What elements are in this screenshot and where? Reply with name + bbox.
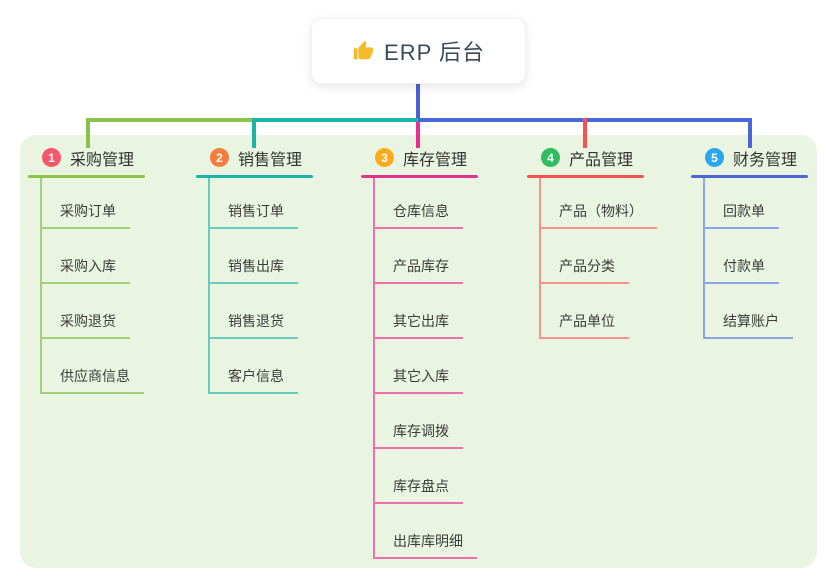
branch-sales: 2 销售管理 销售订单 销售出库 销售退货 客户信息 xyxy=(196,143,346,394)
mindmap-node[interactable]: 回款单 xyxy=(705,178,779,229)
mindmap-node[interactable]: 客户信息 xyxy=(210,339,298,394)
mindmap-node[interactable]: 产品分类 xyxy=(541,229,629,284)
root-node[interactable]: ERP 后台 xyxy=(311,18,526,84)
branch-number-badge: 5 xyxy=(705,148,724,167)
branch-header[interactable]: 5 财务管理 xyxy=(691,143,839,172)
node-label: 回款单 xyxy=(723,203,765,219)
connector-drop-finance xyxy=(748,118,752,148)
node-label: 采购退货 xyxy=(60,313,116,329)
mindmap-node[interactable]: 采购入库 xyxy=(42,229,130,284)
mindmap-node[interactable]: 产品（物料） xyxy=(541,178,657,229)
mindmap-node[interactable]: 出库库明细 xyxy=(375,504,477,559)
branch-header[interactable]: 2 销售管理 xyxy=(196,143,346,172)
mindmap-node[interactable]: 销售退货 xyxy=(210,284,298,339)
connector-bus-teal xyxy=(252,118,420,122)
mindmap-node[interactable]: 销售订单 xyxy=(210,178,298,229)
branch-product: 4 产品管理 产品（物料） 产品分类 产品单位 xyxy=(527,143,677,339)
node-label: 出库库明细 xyxy=(393,533,463,549)
branch-children: 回款单 付款单 结算账户 xyxy=(703,178,839,339)
node-label: 采购订单 xyxy=(60,203,116,219)
mindmap-node[interactable]: 结算账户 xyxy=(705,284,793,339)
node-label: 付款单 xyxy=(723,258,765,274)
node-label: 产品（物料） xyxy=(559,203,643,219)
branch-title: 财务管理 xyxy=(733,151,798,169)
branch-underline xyxy=(691,175,808,178)
branch-finance: 5 财务管理 回款单 付款单 结算账户 xyxy=(691,143,839,339)
node-label: 其它出库 xyxy=(393,313,449,329)
branch-title: 采购管理 xyxy=(70,151,135,169)
branch-children: 采购订单 采购入库 采购退货 供应商信息 xyxy=(40,178,178,394)
mindmap-node[interactable]: 采购订单 xyxy=(42,178,130,229)
branch-header[interactable]: 3 库存管理 xyxy=(361,143,511,172)
branch-underline xyxy=(28,175,145,178)
branch-header[interactable]: 1 采购管理 xyxy=(28,143,178,172)
mindmap-node[interactable]: 产品库存 xyxy=(375,229,463,284)
node-label: 产品分类 xyxy=(559,258,615,274)
branch-underline xyxy=(527,175,644,178)
branch-number-badge: 2 xyxy=(210,148,229,167)
mindmap-node[interactable]: 库存盘点 xyxy=(375,449,463,504)
node-label: 产品库存 xyxy=(393,258,449,274)
branch-header[interactable]: 4 产品管理 xyxy=(527,143,677,172)
branch-purchase: 1 采购管理 采购订单 采购入库 采购退货 供应商信息 xyxy=(28,143,178,394)
connector-root-drop xyxy=(416,82,420,126)
node-label: 其它入库 xyxy=(393,368,449,384)
branch-number-badge: 1 xyxy=(42,148,61,167)
node-label: 库存盘点 xyxy=(393,478,449,494)
branch-title: 销售管理 xyxy=(238,151,303,169)
node-label: 库存调拨 xyxy=(393,423,449,439)
branch-children: 产品（物料） 产品分类 产品单位 xyxy=(539,178,677,339)
branch-number-badge: 4 xyxy=(541,148,560,167)
branch-number-badge: 3 xyxy=(375,148,394,167)
node-label: 结算账户 xyxy=(723,313,779,329)
mindmap-node[interactable]: 供应商信息 xyxy=(42,339,144,394)
mindmap-node[interactable]: 其它入库 xyxy=(375,339,463,394)
thumbs-up-icon xyxy=(352,40,374,62)
mindmap-node[interactable]: 库存调拨 xyxy=(375,394,463,449)
branches-panel xyxy=(20,135,817,568)
branch-title: 库存管理 xyxy=(403,151,468,169)
branch-title: 产品管理 xyxy=(569,151,634,169)
branch-children: 销售订单 销售出库 销售退货 客户信息 xyxy=(208,178,346,394)
connector-bus-green xyxy=(86,118,256,122)
connector-drop-inventory xyxy=(416,122,420,148)
connector-drop-sales xyxy=(252,118,256,148)
branch-underline xyxy=(361,175,478,178)
node-label: 采购入库 xyxy=(60,258,116,274)
branch-underline xyxy=(196,175,313,178)
branch-inventory: 3 库存管理 仓库信息 产品库存 其它出库 其它入库 库存调拨 库存盘点 出库库… xyxy=(361,143,511,559)
mindmap-node[interactable]: 销售出库 xyxy=(210,229,298,284)
mindmap-node[interactable]: 采购退货 xyxy=(42,284,130,339)
node-label: 销售退货 xyxy=(228,313,284,329)
node-label: 仓库信息 xyxy=(393,203,449,219)
node-label: 产品单位 xyxy=(559,313,615,329)
mindmap-node[interactable]: 付款单 xyxy=(705,229,779,284)
mindmap-node[interactable]: 其它出库 xyxy=(375,284,463,339)
root-title: ERP 后台 xyxy=(384,40,485,65)
mindmap-node[interactable]: 产品单位 xyxy=(541,284,629,339)
connector-drop-product xyxy=(583,118,587,148)
node-label: 销售订单 xyxy=(228,203,284,219)
branch-children: 仓库信息 产品库存 其它出库 其它入库 库存调拨 库存盘点 出库库明细 xyxy=(373,178,511,559)
node-label: 供应商信息 xyxy=(60,368,130,384)
node-label: 客户信息 xyxy=(228,368,284,384)
connector-drop-purchase xyxy=(86,118,90,148)
node-label: 销售出库 xyxy=(228,258,284,274)
mindmap-node[interactable]: 仓库信息 xyxy=(375,178,463,229)
